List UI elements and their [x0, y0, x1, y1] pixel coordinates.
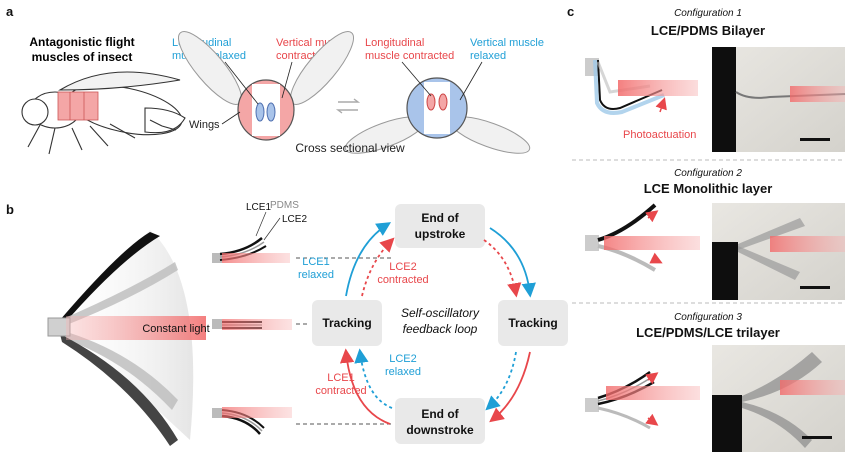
loop-label-line1: Self-oscillatory: [401, 306, 480, 320]
config2-label: Configuration 2: [674, 168, 742, 179]
longitudinal-contracted-line1: Longitudinal: [365, 37, 424, 49]
vertical-relaxed-line2: relaxed: [470, 50, 506, 62]
config2-schematic: [585, 203, 700, 272]
lce1-relaxed-line1: LCE1: [302, 256, 330, 268]
pdms-label: PDMS: [270, 200, 299, 211]
state-end-of-upstroke: End of upstroke: [395, 204, 485, 248]
config3-title: LCE/PDMS/LCE trilayer: [636, 325, 780, 340]
config2-title: LCE Monolithic layer: [644, 181, 773, 196]
insect-title-line1: Antagonistic flight: [29, 35, 134, 49]
config3-photo: [712, 345, 845, 452]
lce2-label: LCE2: [282, 214, 307, 225]
lce2-relaxed-line2: relaxed: [385, 366, 421, 378]
config3-schematic: [585, 370, 700, 430]
state-tracking-left: Tracking: [312, 300, 382, 346]
panel-b-letter: b: [6, 202, 14, 217]
oscillating-actuator-illustration: [47, 230, 206, 446]
longitudinal-contracted-line2: muscle contracted: [365, 50, 454, 62]
constant-light-label: Constant light: [142, 323, 209, 335]
tracking-right-label: Tracking: [508, 316, 557, 330]
state-end-of-downstroke: End of downstroke: [395, 398, 485, 444]
config1-schematic: [585, 58, 698, 115]
lce2-contracted-line1: LCE2: [389, 261, 417, 273]
end-downstroke-line1: End of: [421, 407, 459, 421]
cross-section-upstroke: [178, 31, 354, 141]
lce1-relaxed-line2: relaxed: [298, 269, 334, 281]
state-tracking-right: Tracking: [498, 300, 568, 346]
insect-illustration: [21, 71, 186, 155]
tracking-left-label: Tracking: [322, 316, 371, 330]
cross-section-downstroke: [344, 61, 531, 154]
end-upstroke-line1: End of: [421, 211, 459, 225]
config3-label: Configuration 3: [674, 312, 742, 323]
lce2-contracted-line2: contracted: [377, 274, 428, 286]
insect-title-line2: muscles of insect: [32, 50, 133, 64]
wings-label: Wings: [189, 119, 220, 131]
end-upstroke-line2: upstroke: [415, 227, 466, 241]
strip-upstroke-end: [212, 237, 290, 263]
vertical-relaxed-line1: Vertical muscle: [470, 37, 544, 49]
end-downstroke-line2: downstroke: [406, 423, 474, 437]
cross-section-caption: Cross sectional view: [295, 141, 405, 155]
swap-arrows-icon: [335, 98, 361, 114]
loop-arrows: [339, 222, 536, 425]
lce1-contracted-line1: LCE1: [327, 372, 355, 384]
config1-photo: [712, 47, 846, 152]
guide-lines: [296, 257, 392, 425]
lce1-label: LCE1: [246, 202, 271, 213]
strip-downstroke-end: [212, 407, 292, 435]
lce2-relaxed-line1: LCE2: [389, 353, 417, 365]
config1-title: LCE/PDMS Bilayer: [651, 23, 765, 38]
panel-a-letter: a: [6, 4, 14, 19]
panel-c-letter: c: [567, 4, 574, 19]
config2-photo: [712, 203, 845, 300]
lce1-contracted-line2: contracted: [315, 385, 366, 397]
strip-tracking: [212, 319, 292, 330]
config1-label: Configuration 1: [674, 8, 742, 19]
loop-label-line2: feedback loop: [403, 322, 478, 336]
photoactuation-label: Photoactuation: [623, 129, 696, 141]
